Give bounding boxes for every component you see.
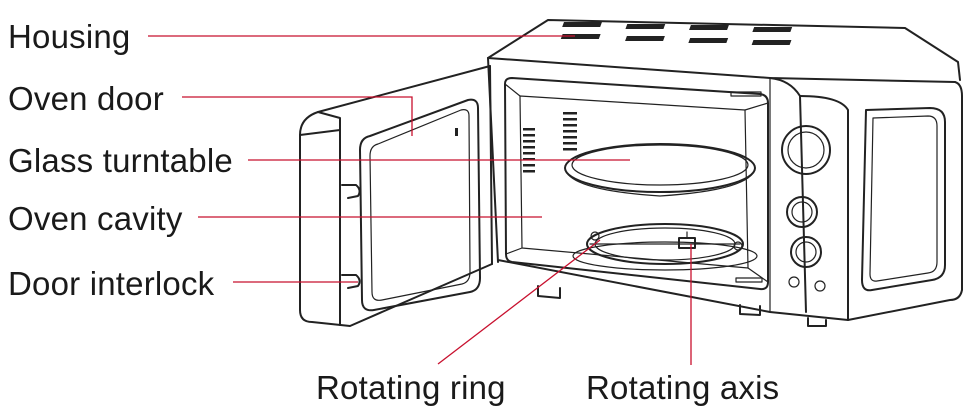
leader-rotating-ring	[437, 239, 601, 365]
label-glass-turntable: Glass turntable	[8, 142, 233, 179]
glass-turntable-drawing	[564, 143, 756, 197]
housing-outline	[487, 19, 963, 327]
label-rotating-axis: Rotating axis	[586, 369, 780, 406]
leader-oven-door	[182, 96, 413, 136]
control-panel	[781, 125, 831, 292]
label-oven-door: Oven door	[8, 80, 164, 117]
label-door-interlock: Door interlock	[8, 265, 215, 302]
oven-cavity-outline	[504, 77, 769, 291]
rotating-axis-drawing	[678, 231, 696, 249]
label-housing: Housing	[8, 18, 131, 55]
label-rotating-ring: Rotating ring	[316, 369, 506, 406]
top-vents	[560, 22, 793, 45]
oven-door-drawing	[299, 65, 493, 327]
leader-lines	[148, 35, 692, 365]
rotating-ring-drawing	[572, 223, 758, 271]
label-oven-cavity: Oven cavity	[8, 200, 183, 237]
